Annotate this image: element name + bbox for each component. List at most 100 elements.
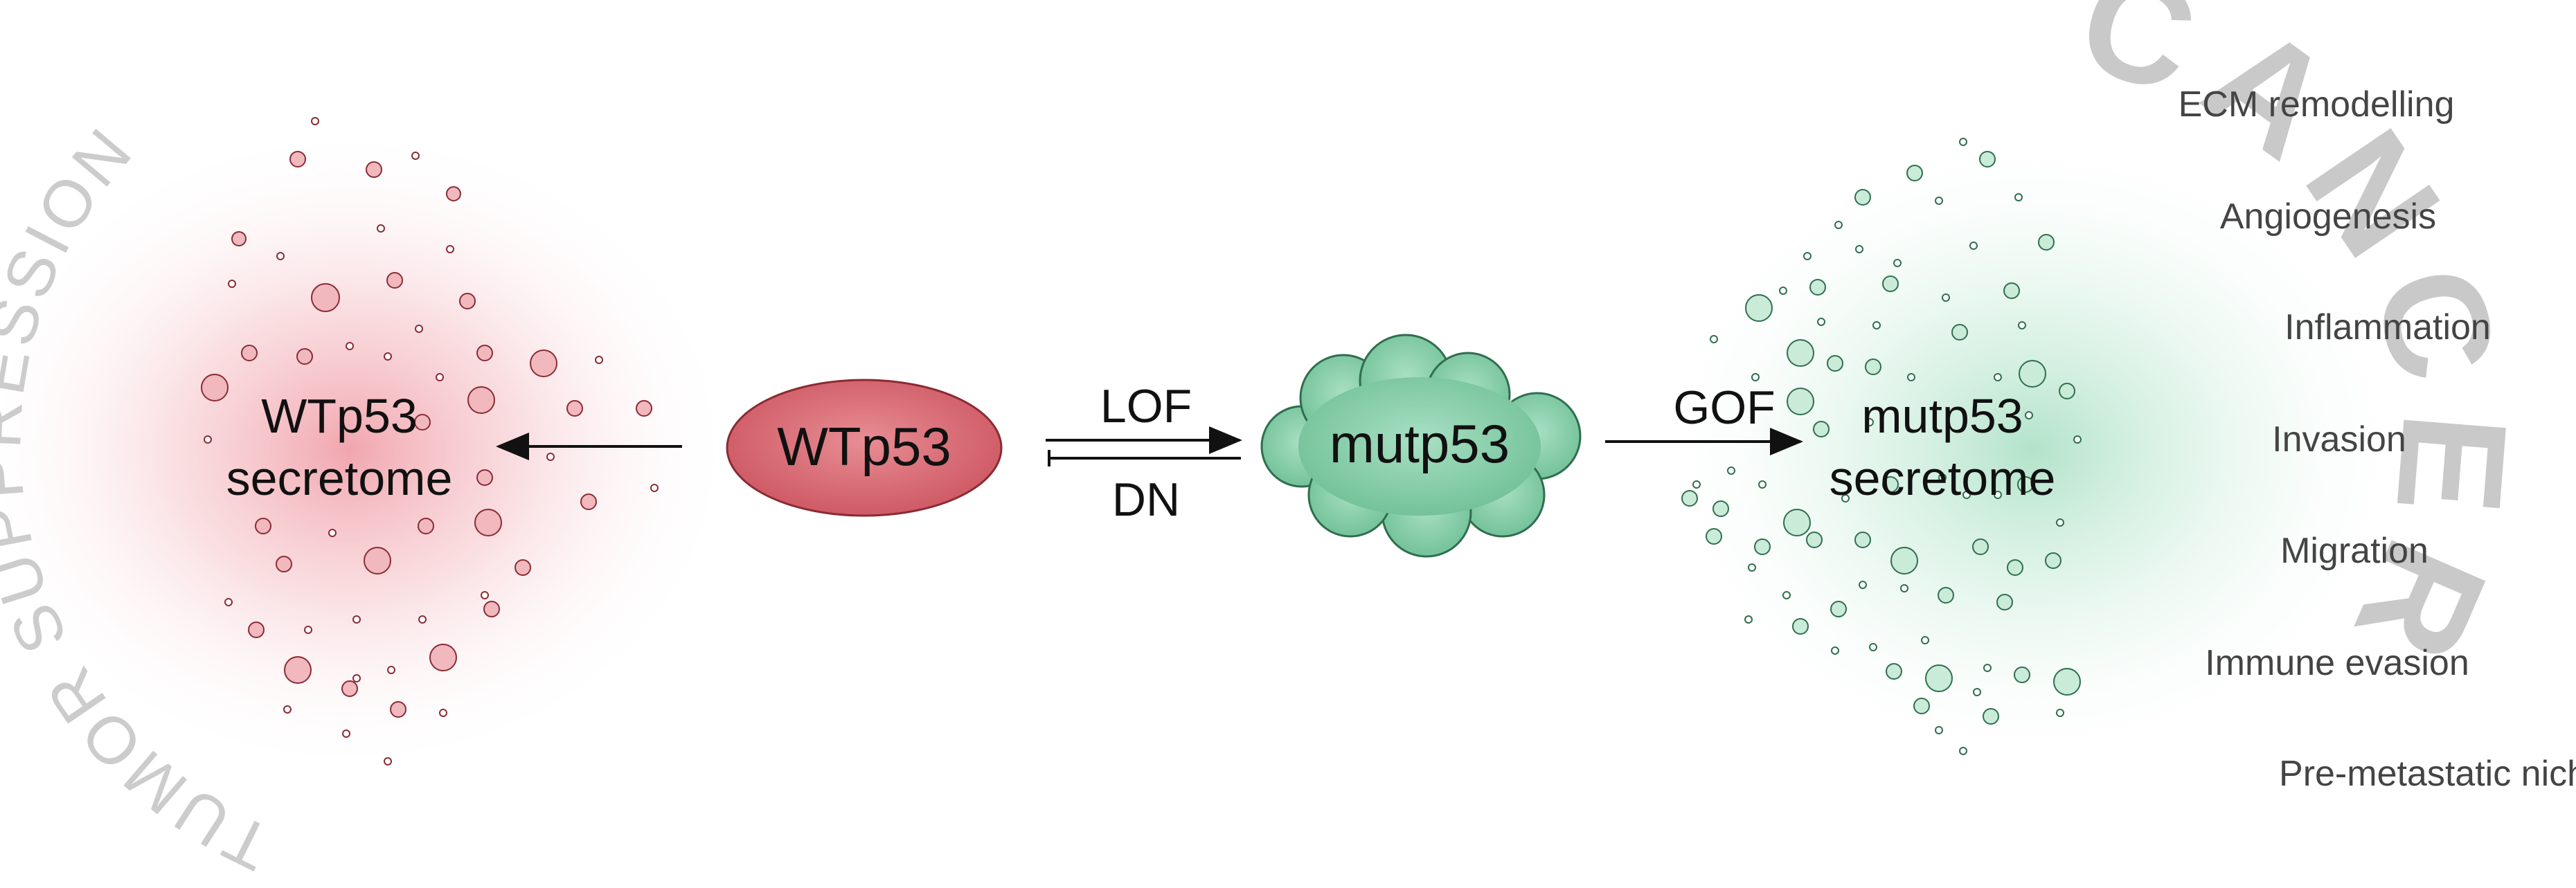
wt-vesicle-dot xyxy=(377,224,385,233)
mut-vesicle-dot xyxy=(1712,500,1729,517)
mut-vesicle-dot xyxy=(1751,373,1760,381)
mut-vesicle-dot xyxy=(1754,538,1771,555)
wt-vesicle-dot xyxy=(283,705,292,714)
lof-label: LOF xyxy=(1100,380,1192,433)
mut-vesicle-dot xyxy=(2019,360,2046,388)
wt-vesicle-dot xyxy=(228,280,236,288)
mut-vesicle-dot xyxy=(1882,275,1899,292)
mut-vesicle-dot xyxy=(1906,165,1923,181)
wt-vesicle-dot xyxy=(387,666,395,674)
wt-vesicle-dot xyxy=(636,400,652,417)
wt-vesicle-dot xyxy=(467,386,495,414)
outcome-pre-metastatic-niche: Pre-metastatic niche xyxy=(2279,754,2576,794)
mut-vesicle-dot xyxy=(1841,494,1850,502)
wt-vesicle-dot xyxy=(429,644,457,671)
wt-vesicle-dot xyxy=(515,559,531,576)
mut-vesicle-dot xyxy=(2007,559,2023,576)
mut-vesicle-dot xyxy=(1692,480,1701,489)
mut-vesicle-dot xyxy=(1827,355,1843,372)
mut-vesicle-dot xyxy=(1706,528,1722,545)
mut-vesicle-dot xyxy=(1806,532,1823,548)
wt-vesicle-dot xyxy=(384,352,392,361)
wt-vesicle-dot xyxy=(284,656,312,684)
mut-vesicle-dot xyxy=(1890,547,1918,574)
wt-vesicle-dot xyxy=(248,622,265,638)
wt-vesicle-dot xyxy=(366,161,382,178)
wt-vesicle-dot xyxy=(311,117,319,125)
wt-secretome-label-line2: secretome xyxy=(226,451,453,505)
outcome-immune-evasion: Immune evasion xyxy=(2205,643,2469,683)
mut-vesicle-dot xyxy=(1973,688,1981,696)
mut-secretome-label-line2: secretome xyxy=(1830,451,2056,505)
mut-vesicle-dot xyxy=(2059,383,2075,399)
wt-secretome-vesicles xyxy=(201,117,659,765)
outcome-angiogenesis: Angiogenesis xyxy=(2220,197,2436,237)
mut-vesicle-dot xyxy=(2017,476,2034,493)
mut-vesicle-dot xyxy=(1983,664,1992,672)
wt-vesicle-dot xyxy=(342,730,350,738)
mut-vesicle-dot xyxy=(1893,259,1902,267)
mut-vesicle-dot xyxy=(2056,518,2064,527)
mut-vesicle-dot xyxy=(1925,664,1953,692)
mut-vesicle-dot xyxy=(2073,435,2082,444)
mut-vesicle-dot xyxy=(1782,591,1791,599)
mut-vesicle-dot xyxy=(2018,321,2026,329)
wt-vesicle-dot xyxy=(231,231,247,246)
mut-secretome-label-line1: mutp53 xyxy=(1861,389,2023,443)
wt-vesicle-dot xyxy=(546,453,555,461)
outcome-inflammation: Inflammation xyxy=(2284,307,2491,347)
wt-vesicle-dot xyxy=(201,374,229,401)
mut-vesicle-dot xyxy=(1727,466,1735,475)
mut-vesicle-dot xyxy=(1813,421,1830,437)
mut-vesicle-dot xyxy=(1866,418,1874,426)
mut-vesicle-dot xyxy=(1710,335,1718,343)
mut-secretome-glow xyxy=(1607,125,2382,775)
wt-vesicle-dot xyxy=(418,615,427,624)
mut-vesicle-dot xyxy=(1854,532,1871,548)
mut-vesicle-dot xyxy=(1935,197,1943,205)
wt-secretome-glow xyxy=(0,125,776,775)
mut-vesicle-dot xyxy=(1792,618,1809,635)
mut-vesicle-dot xyxy=(1809,279,1826,296)
mut-vesicle-dot xyxy=(2056,709,2064,717)
wt-vesicle-dot xyxy=(595,356,603,364)
mut-vesicle-dot xyxy=(1681,490,1698,507)
mut-vesicle-dot xyxy=(1831,646,1839,655)
wt-vesicle-dot xyxy=(352,615,361,624)
wt-vesicle-dot xyxy=(580,493,597,510)
wt-vesicle-dot xyxy=(276,556,292,572)
mut-vesicle-dot xyxy=(2053,668,2081,696)
wt-vesicle-dot xyxy=(530,350,557,377)
mut-vesicle-dot xyxy=(1959,138,1967,146)
outcome-migration: Migration xyxy=(2280,531,2429,571)
outcome-invasion: Invasion xyxy=(2272,419,2406,460)
wt-vesicle-dot xyxy=(566,400,583,417)
mut-vesicle-dot xyxy=(1787,388,1814,415)
wt-vesicle-dot xyxy=(446,186,461,201)
mut-vesicle-dot xyxy=(1994,373,2002,381)
mut-vesicle-dot xyxy=(1935,726,1943,734)
mut-vesicle-dot xyxy=(1972,538,1989,555)
mut-vesicle-dot xyxy=(1854,189,1871,206)
outcome-ecm-remodelling: ECM remodelling xyxy=(2179,84,2455,125)
wt-vesicle-dot xyxy=(255,518,271,534)
mut-vesicle-dot xyxy=(1959,747,1967,755)
wt-vesicle-dot xyxy=(390,701,406,718)
mut-vesicle-dot xyxy=(1996,594,2013,610)
mut-vesicle-dot xyxy=(1983,708,1999,725)
gof-label: GOF xyxy=(1673,381,1775,434)
mut-vesicle-dot xyxy=(1787,339,1814,367)
mut-vesicle-dot xyxy=(1994,491,2002,499)
mut-vesicle-dot xyxy=(1869,643,1877,651)
mut-vesicle-dot xyxy=(1865,359,1881,375)
mut-vesicle-dot xyxy=(1859,581,1867,589)
wt-vesicle-dot xyxy=(476,469,493,486)
wt-vesicle-dot xyxy=(476,345,493,361)
mut-vesicle-dot xyxy=(1748,563,1756,572)
mut-vesicle-dot xyxy=(2038,234,2055,251)
mut-vesicle-dot xyxy=(1938,473,1947,482)
wt-vesicle-dot xyxy=(459,293,476,309)
mut-vesicle-dot xyxy=(2003,282,2020,299)
wt-vesicle-dot xyxy=(650,484,659,492)
wt-vesicle-dot xyxy=(384,757,392,765)
